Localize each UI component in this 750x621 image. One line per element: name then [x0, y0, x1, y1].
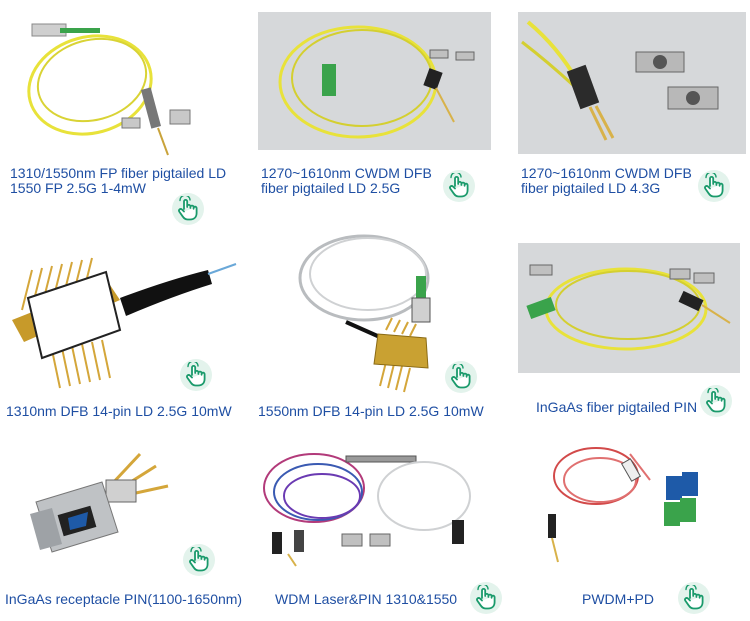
- product-title-line: 1270~1610nm CWDM DFB: [261, 165, 432, 181]
- product-title-line: 1550 FP 2.5G 1-4mW: [10, 180, 146, 196]
- product-image-1550-dfb-14pin[interactable]: [286, 226, 466, 398]
- hand-pointer-icon[interactable]: [183, 544, 215, 576]
- hand-pointer-icon[interactable]: [678, 582, 710, 614]
- product-title[interactable]: 1270~1610nm CWDM DFB fiber pigtailed LD …: [261, 166, 432, 196]
- product-title-line: InGaAs fiber pigtailed PIN: [536, 399, 698, 415]
- product-image-ingaas-pigtailed-pin[interactable]: [518, 243, 740, 373]
- hand-pointer-icon[interactable]: [445, 361, 477, 393]
- product-image-1310-dfb-14pin[interactable]: [8, 250, 240, 390]
- product-title[interactable]: InGaAs receptacle PIN(1100-1650nm): [5, 592, 242, 607]
- product-title-line: 1270~1610nm CWDM DFB: [521, 165, 692, 181]
- product-title-line: PWDM+PD: [582, 591, 654, 607]
- hand-pointer-icon[interactable]: [443, 170, 475, 202]
- product-image-cwdm-dfb-4-3g[interactable]: [518, 12, 746, 154]
- product-image-cwdm-dfb-2-5g[interactable]: [258, 12, 491, 150]
- hand-pointer-icon[interactable]: [470, 582, 502, 614]
- product-title-line: fiber pigtailed LD 4.3G: [521, 180, 661, 196]
- product-title[interactable]: InGaAs fiber pigtailed PIN: [536, 400, 697, 415]
- product-title-line: 1310nm DFB 14-pin LD 2.5G 10mW: [6, 403, 232, 419]
- product-title[interactable]: 1270~1610nm CWDM DFB fiber pigtailed LD …: [521, 166, 692, 196]
- product-title[interactable]: 1310nm DFB 14-pin LD 2.5G 10mW: [6, 404, 232, 419]
- product-title-line: fiber pigtailed LD 2.5G: [261, 180, 401, 196]
- product-title-line: 1550nm DFB 14-pin LD 2.5G 10mW: [258, 403, 484, 419]
- product-title[interactable]: PWDM+PD: [582, 592, 654, 607]
- product-title-line: InGaAs receptacle PIN(1100-1650nm): [5, 591, 243, 607]
- product-title-line: 1310/1550nm FP fiber pigtailed LD: [10, 165, 227, 181]
- hand-pointer-icon[interactable]: [172, 193, 204, 225]
- product-image-ingaas-receptacle-pin[interactable]: [22, 440, 174, 560]
- product-title[interactable]: 1550nm DFB 14-pin LD 2.5G 10mW: [258, 404, 484, 419]
- product-title[interactable]: WDM Laser&PIN 1310&1550: [275, 592, 457, 607]
- hand-pointer-icon[interactable]: [698, 170, 730, 202]
- product-title[interactable]: 1310/1550nm FP fiber pigtailed LD 1550 F…: [10, 166, 226, 196]
- product-image-pwdm-pd[interactable]: [540, 440, 720, 568]
- product-image-wdm-laser-pin[interactable]: [258, 448, 480, 570]
- hand-pointer-icon[interactable]: [700, 385, 732, 417]
- product-title-line: WDM Laser&PIN 1310&1550: [275, 591, 458, 607]
- product-image-fp-pigtailed-ld[interactable]: [10, 10, 230, 160]
- hand-pointer-icon[interactable]: [180, 359, 212, 391]
